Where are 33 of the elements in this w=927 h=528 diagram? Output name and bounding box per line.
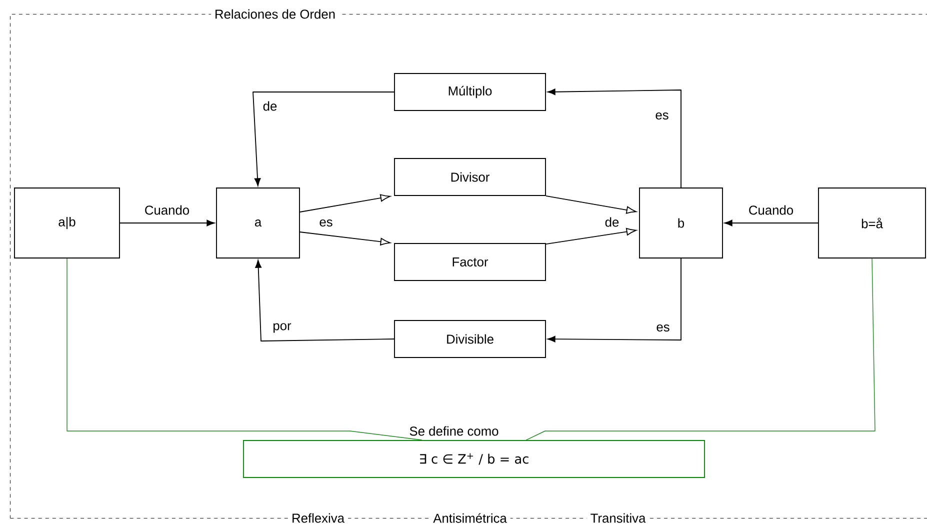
arrow — [546, 196, 636, 214]
arrow — [300, 194, 390, 212]
arrow — [255, 260, 394, 342]
arrow — [546, 228, 636, 244]
property-label: Reflexiva — [288, 510, 348, 526]
arrow — [547, 88, 682, 188]
relation-box: Divisible — [394, 320, 546, 358]
statement-box: a|b — [14, 188, 120, 258]
edge-label: es — [318, 218, 334, 228]
edge-label: es — [654, 112, 670, 120]
connector-line — [526, 258, 876, 440]
arrow — [252, 92, 394, 186]
connector-line — [66, 258, 422, 440]
edge-label: es — [656, 324, 670, 332]
arrow — [300, 232, 390, 246]
element-box: a — [216, 188, 300, 258]
edge-label: de — [604, 216, 620, 228]
property-label: Antisimétrica — [430, 510, 510, 526]
arrow — [120, 220, 215, 226]
arrow — [547, 258, 682, 342]
definition-box: ∃ c ∈ Z$^{+}$ / b = ac — [243, 440, 705, 478]
arrow — [724, 220, 818, 226]
property-label: Transitiva — [586, 510, 650, 526]
edge-label: Se define como — [408, 426, 500, 436]
edge-label: Cuando — [144, 204, 190, 216]
statement-box: b=å — [818, 188, 926, 258]
edge-label: Cuando — [748, 204, 794, 216]
relation-box: Múltiplo — [394, 73, 546, 111]
relation-box: Divisor — [394, 158, 546, 196]
edge-label: por — [272, 322, 292, 334]
edge-label: de — [262, 100, 278, 112]
element-box: b — [639, 188, 723, 258]
relation-box: Factor — [394, 243, 546, 281]
